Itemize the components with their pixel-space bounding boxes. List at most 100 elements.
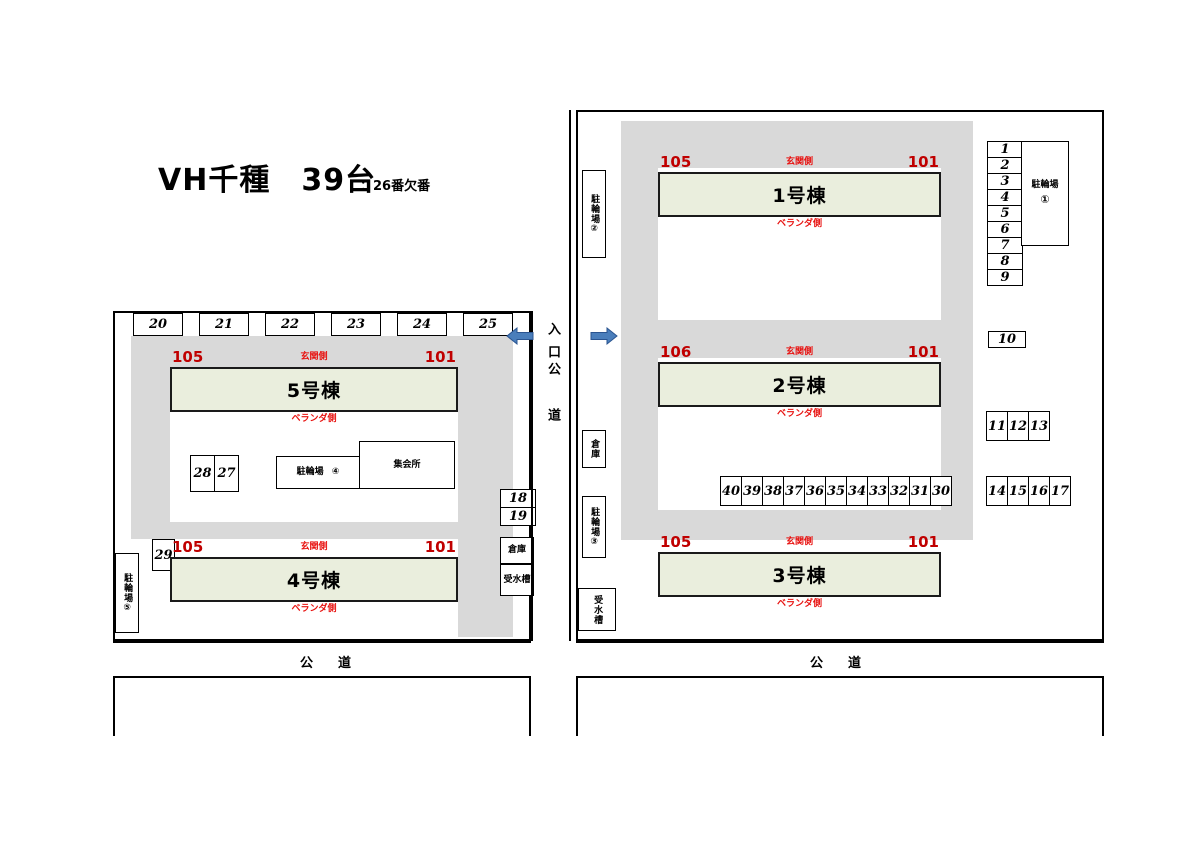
parking-stall[interactable]: 3 xyxy=(987,173,1023,189)
building-5-entrance-side-label: 玄関側 xyxy=(300,352,328,362)
left-road-left-edge xyxy=(113,676,115,736)
parking-stall[interactable]: 18 xyxy=(500,489,536,507)
building-1-veranda-side-label: ベランダ側 xyxy=(776,219,823,229)
parking-stall[interactable]: 36 xyxy=(804,476,825,506)
parking-stall[interactable]: 25 xyxy=(463,313,513,336)
building-5: 5号棟 xyxy=(170,367,458,412)
building-5-right-number: 101 xyxy=(424,348,456,366)
bicycle-parking-1-number: ① xyxy=(1040,193,1050,207)
stall-group-11-13: 11 12 13 xyxy=(986,411,1050,441)
parking-stall-10[interactable]: 10 xyxy=(988,331,1026,348)
bicycle-parking-2: 駐輪場② xyxy=(582,170,606,258)
parking-stall[interactable]: 33 xyxy=(867,476,888,506)
parking-stall[interactable]: 24 xyxy=(397,313,447,336)
parking-stall[interactable]: 38 xyxy=(762,476,783,506)
parking-stall[interactable]: 27 xyxy=(214,455,239,492)
building-2-right-number: 101 xyxy=(907,343,939,361)
building-2: 2号棟 xyxy=(658,362,941,407)
building-3-left-number: 105 xyxy=(660,533,692,551)
parking-stall[interactable]: 40 xyxy=(720,476,741,506)
left-road-top-edge xyxy=(113,641,531,643)
parking-stall[interactable]: 11 xyxy=(986,411,1007,441)
bicycle-parking-5-label: 駐輪場⑤ xyxy=(122,572,133,614)
entrance-arrow-right-icon xyxy=(590,326,618,346)
storage-right-label: 倉庫 xyxy=(589,439,600,459)
building-4: 4号棟 xyxy=(170,557,458,602)
parking-stall[interactable]: 19 xyxy=(500,507,536,526)
building-4-label: 4号棟 xyxy=(286,570,342,592)
building-4-entrance-side-label: 玄関側 xyxy=(300,542,328,552)
building-3-group: 105 101 玄関側 3号棟 ベランダ側 xyxy=(658,533,941,609)
parking-stall[interactable]: 15 xyxy=(1007,476,1028,506)
parking-stall[interactable]: 22 xyxy=(265,313,315,336)
bicycle-parking-1-label: 駐輪場 xyxy=(1031,180,1059,190)
building-3-label: 3号棟 xyxy=(772,565,827,587)
storage-right: 倉庫 xyxy=(582,430,606,468)
parking-stall[interactable]: 31 xyxy=(909,476,930,506)
building-1-right-number: 101 xyxy=(907,153,939,171)
building-3-right-number: 101 xyxy=(907,533,939,551)
parking-stall[interactable]: 28 xyxy=(190,455,214,492)
right-road-top-edge xyxy=(576,641,1104,643)
storage-left: 倉庫 xyxy=(500,537,534,564)
parking-stall[interactable]: 4 xyxy=(987,189,1023,205)
parking-stall[interactable]: 6 xyxy=(987,221,1023,237)
building-4-left-number: 105 xyxy=(172,538,204,556)
parking-stall[interactable]: 1 xyxy=(987,141,1023,157)
parking-stall[interactable]: 12 xyxy=(1007,411,1028,441)
left-site-boundary xyxy=(113,311,531,641)
building-1-label: 1号棟 xyxy=(772,185,827,207)
stall-group-18-19: 18 19 xyxy=(500,489,536,526)
right-site-boundary xyxy=(576,110,1104,641)
center-road-label: 公 道 xyxy=(545,362,560,431)
building-3-entrance-side-label: 玄関側 xyxy=(785,537,814,547)
building-4-veranda-side-label: ベランダ側 xyxy=(291,604,337,614)
water-tank-right: 受水槽 xyxy=(578,588,616,631)
parking-stall[interactable]: 14 xyxy=(986,476,1007,506)
parking-stall[interactable]: 17 xyxy=(1049,476,1071,506)
parking-stall[interactable]: 34 xyxy=(846,476,867,506)
parking-stall[interactable]: 21 xyxy=(199,313,249,336)
parking-stall[interactable]: 37 xyxy=(783,476,804,506)
building-1-left-number: 105 xyxy=(660,153,692,171)
right-road-bottom-edge xyxy=(576,676,1104,678)
building-1-entrance-side-label: 玄関側 xyxy=(785,157,814,167)
parking-stall[interactable]: 9 xyxy=(987,269,1023,286)
stall-group-14-17: 14 15 16 17 xyxy=(986,476,1071,506)
water-tank-right-label: 受水槽 xyxy=(592,594,603,625)
parking-stall[interactable]: 16 xyxy=(1028,476,1049,506)
building-5-left-number: 105 xyxy=(172,348,204,366)
parking-stall-29[interactable]: 29 xyxy=(152,539,175,571)
center-road-left-edge xyxy=(531,311,533,641)
bottom-right-road-label: 公 道 xyxy=(810,656,868,671)
parking-stall[interactable]: 23 xyxy=(331,313,381,336)
bicycle-parking-4-label: 駐輪場 xyxy=(296,467,324,478)
building-2-group: 106 101 玄関側 2号棟 ベランダ側 xyxy=(658,343,941,419)
building-3-veranda-side-label: ベランダ側 xyxy=(776,599,823,609)
building-5-label: 5号棟 xyxy=(286,380,342,402)
left-road-bottom-edge xyxy=(113,676,531,678)
water-tank-left: 受水槽 xyxy=(500,564,534,596)
parking-stall[interactable]: 7 xyxy=(987,237,1023,253)
parking-stall[interactable]: 39 xyxy=(741,476,762,506)
bicycle-parking-3-label: 駐輪場③ xyxy=(589,506,600,548)
parking-stall[interactable]: 35 xyxy=(825,476,846,506)
parking-stall[interactable]: 5 xyxy=(987,205,1023,221)
bicycle-parking-4: 駐輪場 ④ xyxy=(276,456,360,489)
building-2-veranda-side-label: ベランダ側 xyxy=(776,409,823,419)
parking-stall[interactable]: 13 xyxy=(1028,411,1050,441)
bicycle-parking-1: 駐輪場 ① xyxy=(1021,141,1069,246)
stall-group-30-40: 40 39 38 37 36 35 34 33 32 31 30 xyxy=(720,476,952,506)
parking-stall[interactable]: 20 xyxy=(133,313,183,336)
parking-stall[interactable]: 2 xyxy=(987,157,1023,173)
parking-stall[interactable]: 8 xyxy=(987,253,1023,269)
building-2-label: 2号棟 xyxy=(772,375,827,397)
stall-group-27-28: 28 27 xyxy=(190,455,239,492)
right-road-right-edge xyxy=(1102,676,1104,736)
parking-stall[interactable]: 32 xyxy=(888,476,909,506)
parking-stall[interactable]: 30 xyxy=(930,476,952,506)
entrance-arrow-left-icon xyxy=(506,326,534,346)
building-5-veranda-side-label: ベランダ側 xyxy=(291,414,337,424)
left-road-right-edge xyxy=(529,676,531,736)
